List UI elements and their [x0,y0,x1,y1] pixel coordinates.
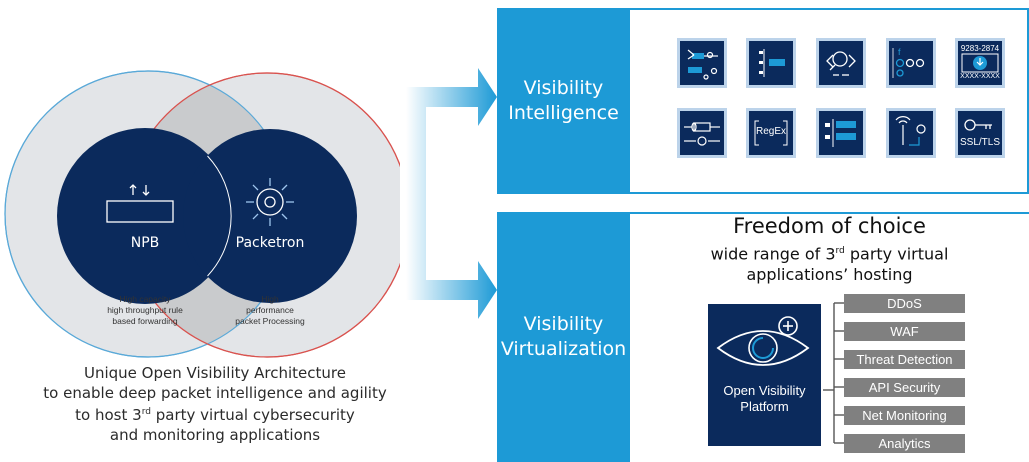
packetron-description: High performance packet Processing [225,294,315,327]
platform-label-line: Open Visibility [723,383,806,398]
tile-number-top: 9283-2874 [960,44,1000,53]
vv-label-line: Visibility [523,313,604,335]
npb-description: High capacity high throughput rule based… [90,294,200,327]
caption-line: to enable deep packet intelligence and a… [43,383,387,402]
virtualization-divider [630,212,1029,214]
pipe-decode-icon [677,108,727,158]
caption-line: Unique Open Visibility Architecture [84,364,346,382]
caption-line: to host 3rd party virtual cybersecurity [75,406,355,424]
app-waf: WAF [844,322,965,341]
vi-label-line: Intelligence [508,102,619,124]
code-inspection-icon [816,38,866,88]
vi-label-line: Visibility [523,77,604,99]
key-icon: SSL/TLS [955,108,1005,158]
packetron-desc-line: packet Processing [235,316,305,326]
split-arrow [406,68,497,319]
vv-label-line: Virtualization [500,338,627,360]
platform-label-line: Platform [740,399,789,414]
platform-label: Open Visibility Platform [708,383,821,415]
npb-node [57,128,233,304]
number-download-icon: 9283-2874 XXXX-XXXX [955,38,1005,88]
wireless-tap-icon [886,108,936,158]
npb-label: NPB [130,235,160,251]
app-api-security: API Security [844,378,965,397]
app-ddos: DDoS [844,294,965,313]
packetron-desc-line: performance [246,305,294,315]
eye-plus-icon [716,316,810,366]
npb-desc-line: based forwarding [112,316,178,326]
tile-number-bottom: XXXX-XXXX [960,73,1000,80]
social-apps-icon: f [886,38,936,88]
caption-line: and monitoring applications [109,425,321,444]
flow-classification-icon [677,38,727,88]
freedom-subtitle: wide range of 3rd party virtual applicat… [630,241,1029,285]
npb-desc-line: High capacity [119,294,171,304]
visibility-intelligence-panel [630,8,1029,194]
freedom-subtitle-line2: applications’ hosting [746,265,913,285]
architecture-caption: Unique Open Visibility Architecture to e… [40,364,390,445]
npb-desc-line: high throughput rule [107,305,183,315]
regex-icon: RegEx [746,108,796,158]
open-visibility-platform [708,304,821,446]
packetron-desc-line: High [261,294,279,304]
packetron-icon [246,178,294,226]
app-analytics: Analytics [844,434,965,453]
packetron-label: Packetron [235,235,305,251]
app-net-monitoring: Net Monitoring [844,406,965,425]
freedom-title: Freedom of choice [733,214,926,238]
npb-icon [106,184,174,223]
list-blocks-icon [816,108,866,158]
app-threat-detection: Threat Detection [844,350,965,369]
regex-text: RegEx [755,126,786,137]
svg-text:f: f [898,47,901,57]
packetron-node [183,129,357,303]
venn-diagram [4,70,400,358]
ssl-tls-text: SSL/TLS [959,137,1001,148]
apps-connector [823,302,844,444]
list-bars-icon [746,38,796,88]
